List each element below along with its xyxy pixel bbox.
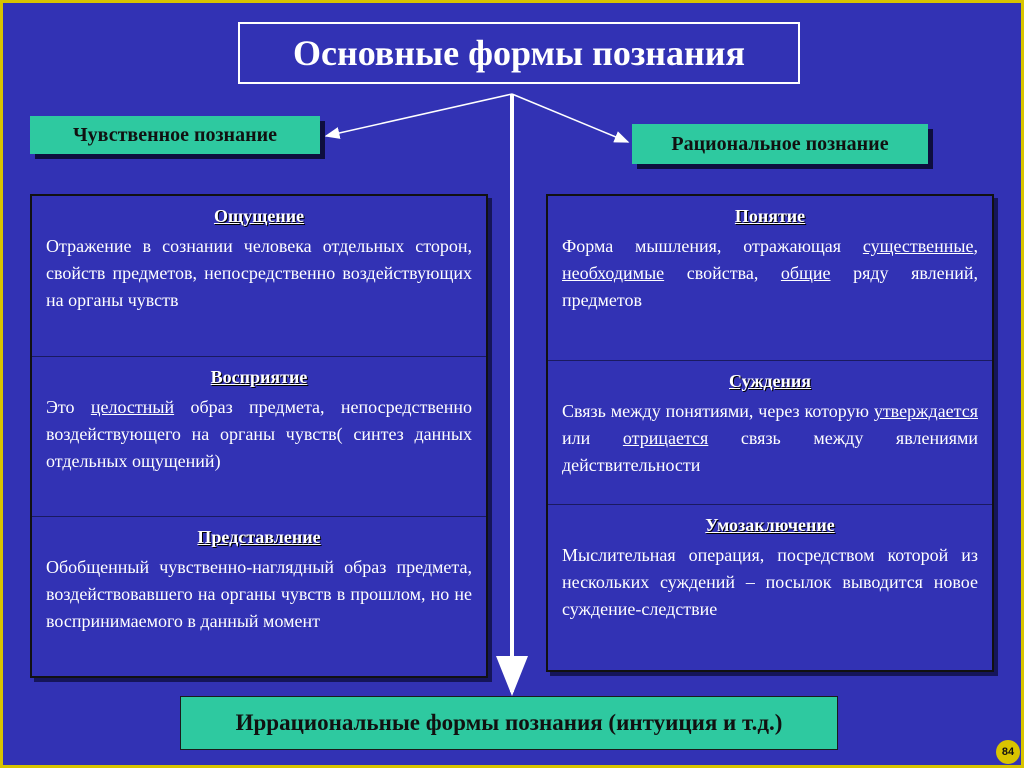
section-text: Это целостный образ предмета, непосредст… xyxy=(46,397,472,471)
rational-panel: Понятие Форма мышления, отражающая сущес… xyxy=(546,194,994,672)
section-heading: Восприятие xyxy=(210,367,308,387)
section-text: Обобщенный чувственно-наглядный образ пр… xyxy=(46,557,472,631)
arrow-to-rational xyxy=(511,93,630,143)
representation-section: Представление Обобщенный чувственно-нагл… xyxy=(32,516,486,635)
section-text: Связь между понятиями, через которую утв… xyxy=(562,401,979,475)
sensory-cognition-label: Чувственное познание xyxy=(30,116,320,154)
perception-section: Восприятие Это целостный образ предмета,… xyxy=(32,356,486,475)
rational-cognition-label: Рациональное познание xyxy=(632,124,928,164)
page-number-badge: 84 xyxy=(996,740,1020,764)
sensation-section: Ощущение Отражение в сознании человека о… xyxy=(32,206,486,314)
page-title: Основные формы познания xyxy=(238,22,800,84)
section-heading: Представление xyxy=(197,527,321,547)
inference-section: Умозаключение Мыслительная операция, пос… xyxy=(548,504,992,623)
section-text: Отражение в сознании человека отдельных … xyxy=(46,236,472,310)
section-heading: Понятие xyxy=(734,206,806,226)
sensory-panel: Ощущение Отражение в сознании человека о… xyxy=(30,194,488,678)
section-heading: Ощущение xyxy=(213,206,305,226)
irrational-cognition-label: Иррациональные формы познания (интуиция … xyxy=(180,696,838,750)
section-text: Мыслительная операция, посредством котор… xyxy=(562,545,978,619)
section-heading: Суждения xyxy=(729,371,811,391)
arrow-to-sensory xyxy=(324,93,513,139)
concept-section: Понятие Форма мышления, отражающая сущес… xyxy=(548,206,992,314)
section-text: Форма мышления, отражающая существенные,… xyxy=(562,236,978,310)
section-heading: Умозаключение xyxy=(705,515,835,535)
judgement-section: Суждения Связь между понятиями, через ко… xyxy=(548,360,992,479)
